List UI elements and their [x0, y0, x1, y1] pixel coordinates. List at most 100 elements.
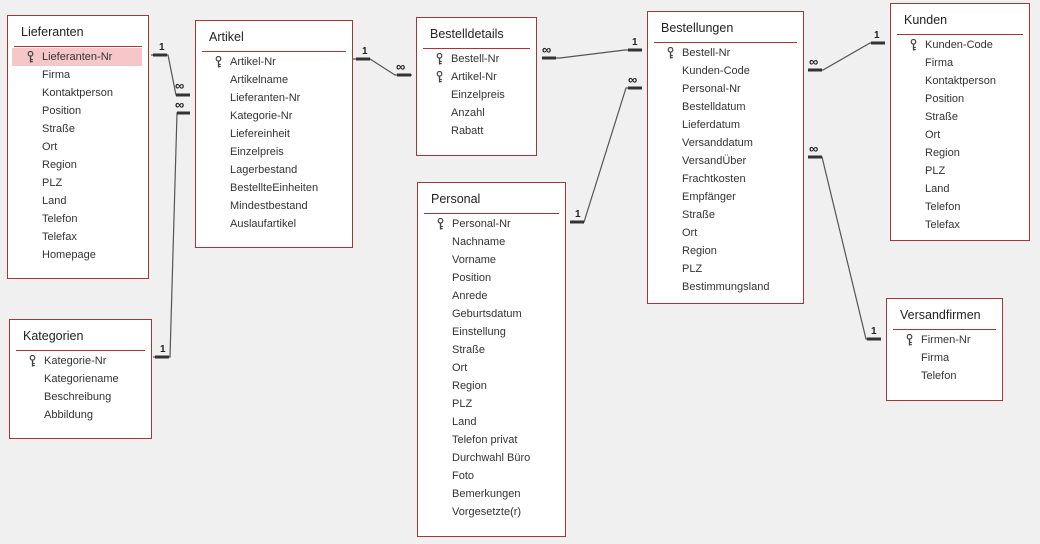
field-row[interactable]: Telefon privat	[418, 431, 565, 449]
table-title[interactable]: Bestellungen	[661, 21, 734, 35]
field-name: Auslaufartikel	[230, 218, 297, 230]
field-row[interactable]: Vorname	[418, 251, 565, 269]
table-title[interactable]: Kategorien	[23, 329, 84, 343]
field-row[interactable]: Frachtkosten	[648, 170, 803, 188]
field-row[interactable]: Straße	[891, 108, 1029, 126]
field-row[interactable]: VersandÜber	[648, 152, 803, 170]
field-row[interactable]: Telefon	[8, 210, 148, 228]
primary-key-icon	[436, 52, 443, 65]
field-row[interactable]: Beschreibung	[10, 388, 151, 406]
field-row[interactable]: Position	[418, 269, 565, 287]
field-row[interactable]: Straße	[418, 341, 565, 359]
field-row[interactable]: Telefax	[891, 216, 1029, 234]
field-row[interactable]: Foto	[418, 467, 565, 485]
field-row[interactable]: Versanddatum	[648, 134, 803, 152]
table-title[interactable]: Bestelldetails	[430, 27, 504, 41]
field-row[interactable]: Artikel-Nr	[196, 53, 352, 71]
field-row[interactable]: Straße	[648, 206, 803, 224]
field-row[interactable]: Einstellung	[418, 323, 565, 341]
field-name: Rabatt	[451, 125, 484, 137]
field-row[interactable]: Kontaktperson	[891, 72, 1029, 90]
field-row[interactable]: Kunden-Code	[891, 36, 1029, 54]
field-row[interactable]: Firmen-Nr	[887, 331, 1002, 349]
field-row[interactable]: Bemerkungen	[418, 485, 565, 503]
field-row[interactable]: Nachname	[418, 233, 565, 251]
field-row[interactable]: Firma	[887, 349, 1002, 367]
field-row[interactable]: Telefax	[8, 228, 148, 246]
field-row[interactable]: Artikelname	[196, 71, 352, 89]
field-row[interactable]: Region	[8, 156, 148, 174]
field-name: Position	[925, 93, 965, 105]
field-row[interactable]: Geburtsdatum	[418, 305, 565, 323]
table-title[interactable]: Artikel	[209, 30, 244, 44]
field-row[interactable]: PLZ	[891, 162, 1029, 180]
field-row[interactable]: Ort	[418, 359, 565, 377]
field-row[interactable]: Kunden-Code	[648, 62, 803, 80]
field-row[interactable]: Abbildung	[10, 406, 151, 424]
field-row[interactable]: Lieferanten-Nr	[12, 48, 142, 66]
field-row[interactable]: Kategorie-Nr	[10, 352, 151, 370]
field-row[interactable]: Empfänger	[648, 188, 803, 206]
field-row[interactable]: Position	[8, 102, 148, 120]
field-row[interactable]: Personal-Nr	[648, 80, 803, 98]
field-row[interactable]: Bestell-Nr	[648, 44, 803, 62]
field-row[interactable]: PLZ	[418, 395, 565, 413]
field-row[interactable]: Anrede	[418, 287, 565, 305]
field-row[interactable]: Region	[891, 144, 1029, 162]
field-row[interactable]: Region	[648, 242, 803, 260]
field-row[interactable]: Ort	[8, 138, 148, 156]
field-row[interactable]: Homepage	[8, 246, 148, 264]
field-row[interactable]: Artikel-Nr	[417, 68, 536, 86]
field-row[interactable]: Mindestbestand	[196, 197, 352, 215]
field-row[interactable]: Telefon	[891, 198, 1029, 216]
field-row[interactable]: Land	[8, 192, 148, 210]
field-row[interactable]: Land	[891, 180, 1029, 198]
table-title[interactable]: Personal	[431, 192, 481, 206]
field-row[interactable]: Region	[418, 377, 565, 395]
table-title[interactable]: Lieferanten	[21, 25, 84, 39]
field-row[interactable]: Land	[418, 413, 565, 431]
table-title[interactable]: Kunden	[904, 13, 948, 27]
field-row[interactable]: Telefon	[887, 367, 1002, 385]
field-row[interactable]: PLZ	[648, 260, 803, 278]
field-row[interactable]: Liefereinheit	[196, 125, 352, 143]
field-row[interactable]: Ort	[648, 224, 803, 242]
field-name: Land	[925, 183, 950, 195]
field-row[interactable]: Durchwahl Büro	[418, 449, 565, 467]
field-row[interactable]: Position	[891, 90, 1029, 108]
field-row[interactable]: Lieferdatum	[648, 116, 803, 134]
field-row[interactable]: Lieferanten-Nr	[196, 89, 352, 107]
field-row[interactable]: Einzelpreis	[417, 86, 536, 104]
field-row[interactable]: Bestell-Nr	[417, 50, 536, 68]
field-row[interactable]: Personal-Nr	[418, 215, 565, 233]
field-row[interactable]: Kategorie-Nr	[196, 107, 352, 125]
field-row[interactable]: Kontaktperson	[8, 84, 148, 102]
field-row[interactable]: Bestimmungsland	[648, 278, 803, 296]
field-name: Region	[925, 147, 960, 159]
field-row[interactable]: Kategoriename	[10, 370, 151, 388]
field-row[interactable]: Lagerbestand	[196, 161, 352, 179]
field-row[interactable]: Straße	[8, 120, 148, 138]
field-row[interactable]: Firma	[891, 54, 1029, 72]
field-row[interactable]: BestellteEinheiten	[196, 179, 352, 197]
table-title[interactable]: Versandfirmen	[900, 308, 981, 322]
field-row[interactable]: PLZ	[8, 174, 148, 192]
field-row[interactable]: Firma	[8, 66, 148, 84]
field-row[interactable]: Bestelldatum	[648, 98, 803, 116]
field-row[interactable]: Auslaufartikel	[196, 215, 352, 233]
field-row[interactable]: Einzelpreis	[196, 143, 352, 161]
field-row[interactable]: Vorgesetzte(r)	[418, 503, 565, 521]
field-row[interactable]: Anzahl	[417, 104, 536, 122]
field-row[interactable]: Rabatt	[417, 122, 536, 140]
field-row[interactable]: Ort	[891, 126, 1029, 144]
